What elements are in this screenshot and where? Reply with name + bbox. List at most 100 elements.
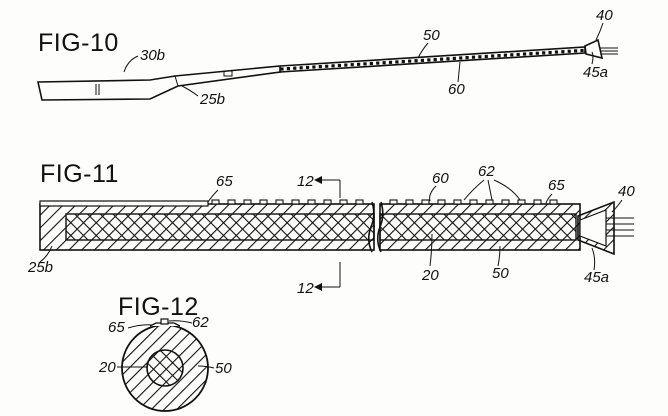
fig11-bump xyxy=(389,199,398,205)
fig11-label-bump-row: 60 xyxy=(432,170,449,187)
fig11-bump xyxy=(453,199,462,205)
fig11-bump xyxy=(549,199,558,205)
fig10-label-handle: 30b xyxy=(140,47,165,64)
fig10-label-bumps: 60 xyxy=(448,81,465,98)
fig10-bump xyxy=(382,61,386,65)
fig12-core-section xyxy=(146,349,184,387)
fig10-bump xyxy=(337,63,342,68)
fig10-bump xyxy=(356,62,361,66)
fig11-core-left xyxy=(65,213,375,241)
fig11-bump xyxy=(211,199,220,205)
fig10-bump xyxy=(414,59,418,63)
fig10-bump xyxy=(567,49,571,53)
fig11-bump xyxy=(517,199,526,205)
fig10-bump xyxy=(542,51,546,55)
fig10-bump-row xyxy=(280,48,584,71)
fig11-bump xyxy=(533,199,542,205)
fig11-label-section-top: 12 xyxy=(297,173,314,190)
figure-10: FIG-10 30b 50 40 45a 25b 60 xyxy=(37,7,618,108)
fig10-bump xyxy=(388,60,393,64)
fig10-bump xyxy=(350,63,354,67)
fig12-label-tube: 50 xyxy=(215,360,232,377)
fig11-bump xyxy=(291,199,300,205)
fig10-bump xyxy=(305,65,310,70)
fig10-bump xyxy=(459,56,463,60)
fig10-bump xyxy=(293,66,297,70)
fig10-bump xyxy=(548,50,552,55)
fig11-sleeve-left xyxy=(39,200,209,207)
fig10-bump xyxy=(312,65,316,69)
fig11-bump xyxy=(421,199,430,205)
fig11-label-sleeve-left: 65 xyxy=(216,173,233,190)
fig10-bump xyxy=(280,67,284,71)
fig11-bump xyxy=(227,199,236,205)
fig10-bump xyxy=(446,57,450,61)
fig10-bump xyxy=(484,54,488,59)
fig10-bump xyxy=(529,52,533,56)
fig10-bump xyxy=(478,55,482,59)
fig10-handle xyxy=(37,65,281,101)
fig10-bump xyxy=(503,53,508,57)
fig12-bump xyxy=(160,318,169,325)
fig11-bump xyxy=(501,199,510,205)
fig10-bump xyxy=(369,61,373,66)
fig10-bump xyxy=(574,49,578,53)
fig10-bump xyxy=(561,50,565,54)
fig10-bump xyxy=(433,57,437,62)
fig10-label-connector: 25b xyxy=(199,91,225,108)
fig10-label-tip: 40 xyxy=(596,7,613,24)
fig11-label-tip: 40 xyxy=(618,183,635,200)
fig10-bump xyxy=(331,64,335,68)
fig10-bump xyxy=(363,62,367,66)
fig11-label-tip-base: 45a xyxy=(584,269,609,286)
fig10-bump xyxy=(580,48,584,53)
figure-12: FIG-12 65 62 20 50 xyxy=(98,293,232,412)
fig10-bump xyxy=(471,55,476,59)
fig10-bump xyxy=(344,63,348,67)
fig10-bump xyxy=(420,58,425,62)
fig11-title: FIG-11 xyxy=(40,160,119,188)
fig11-bump xyxy=(275,199,284,205)
fig11-label-sleeve-right: 65 xyxy=(548,177,565,194)
fig11-bump xyxy=(339,199,348,205)
fig11-label-core: 20 xyxy=(421,267,439,284)
fig11-bump xyxy=(469,199,478,205)
fig10-bump xyxy=(465,55,469,60)
fig11-break-left xyxy=(367,201,375,253)
fig11-bump xyxy=(259,199,268,205)
fig10-tube xyxy=(279,46,586,73)
fig12-label-bump: 62 xyxy=(192,314,209,331)
fig11-label-section-bottom: 12 xyxy=(297,280,314,297)
fig11-bump-row-left xyxy=(211,199,364,205)
figure-11: FIG-11 12 12 65 60 62 xyxy=(27,160,635,297)
fig10-bump xyxy=(376,61,380,65)
fig10-bump xyxy=(516,52,520,57)
fig11-label-tube: 50 xyxy=(492,265,509,282)
fig12-label-sleeve: 65 xyxy=(108,319,125,336)
fig12-label-core: 20 xyxy=(98,359,116,376)
fig10-bump xyxy=(554,50,559,54)
fig10-title: FIG-10 xyxy=(38,29,119,57)
fig10-bump xyxy=(395,60,399,64)
fig10-bump xyxy=(401,59,405,64)
fig11-bump xyxy=(485,199,494,205)
fig12-title: FIG-12 xyxy=(118,293,199,321)
fig10-bump xyxy=(497,54,501,58)
fig10-bump xyxy=(439,57,444,61)
fig10-bump xyxy=(325,64,329,68)
fig10-bump xyxy=(427,58,431,62)
fig11-label-connector: 25b xyxy=(27,259,53,276)
fig10-bump xyxy=(318,65,322,69)
fig11-label-bump-group: 62 xyxy=(478,163,495,180)
fig10-label-tip-base: 45a xyxy=(583,64,608,81)
fig11-bump xyxy=(243,199,252,205)
fig10-bump xyxy=(522,52,527,56)
fig10-bump xyxy=(452,56,456,60)
fig10-bump xyxy=(491,54,495,58)
fig11-bump-row-right xyxy=(389,199,558,205)
fig10-bump xyxy=(408,59,412,63)
fig11-bump xyxy=(355,199,364,205)
fig11-core-right xyxy=(379,213,577,241)
fig10-tip xyxy=(584,38,604,60)
